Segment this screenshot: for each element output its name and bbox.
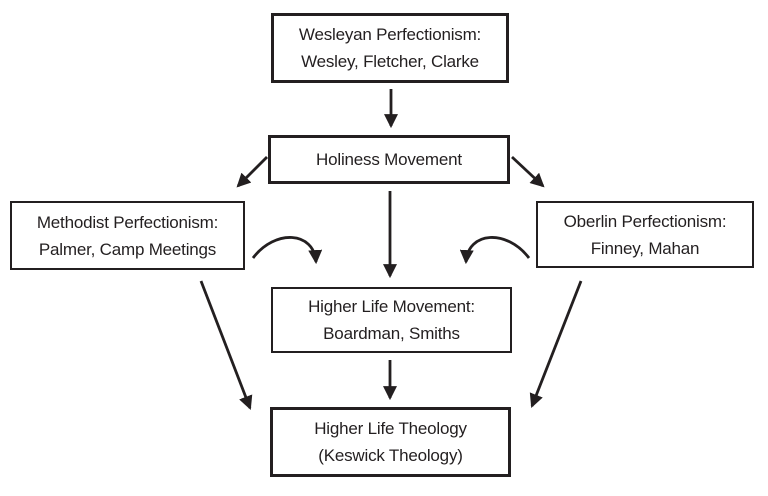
node-methodist-perfectionism: Methodist Perfectionism: Palmer, Camp Me… [10,201,245,270]
node-label-line1: Holiness Movement [316,150,462,169]
arrow-methodist-to-higher-life-theology [199,280,253,410]
node-higher-life-theology: Higher Life Theology (Keswick Theology) [270,407,511,477]
node-holiness-movement: Holiness Movement [268,135,510,184]
node-label-line2: Wesley, Fletcher, Clarke [301,52,479,71]
arrow-oberlin-to-higher-life-theology [529,280,583,408]
arrow-holiness-to-oberlin [511,155,545,188]
node-label-line2: Palmer, Camp Meetings [38,239,217,259]
node-label-line2: Boardman, Smiths [323,324,460,343]
arrow-holiness-to-methodist [236,156,268,188]
node-label-line2: Finney, Mahan [590,238,700,258]
node-label-line1: Methodist Perfectionism: [36,212,219,232]
node-label-line1: Higher Life Movement: [308,297,475,316]
node-label-line1: Oberlin Perfectionism: [563,211,727,231]
node-label-line2: (Keswick Theology) [318,446,463,465]
node-higher-life-movement: Higher Life Movement: Boardman, Smiths [271,287,512,353]
node-oberlin-perfectionism: Oberlin Perfectionism: Finney, Mahan [536,201,754,268]
node-wesleyan-perfectionism: Wesleyan Perfectionism: Wesley, Fletcher… [271,13,509,83]
arrow-oberlin-to-higher-life-movement [459,236,531,265]
node-label-line1: Higher Life Theology [314,419,467,438]
arrow-methodist-to-higher-life-movement [251,236,323,265]
node-label-line1: Wesleyan Perfectionism: [298,25,482,44]
